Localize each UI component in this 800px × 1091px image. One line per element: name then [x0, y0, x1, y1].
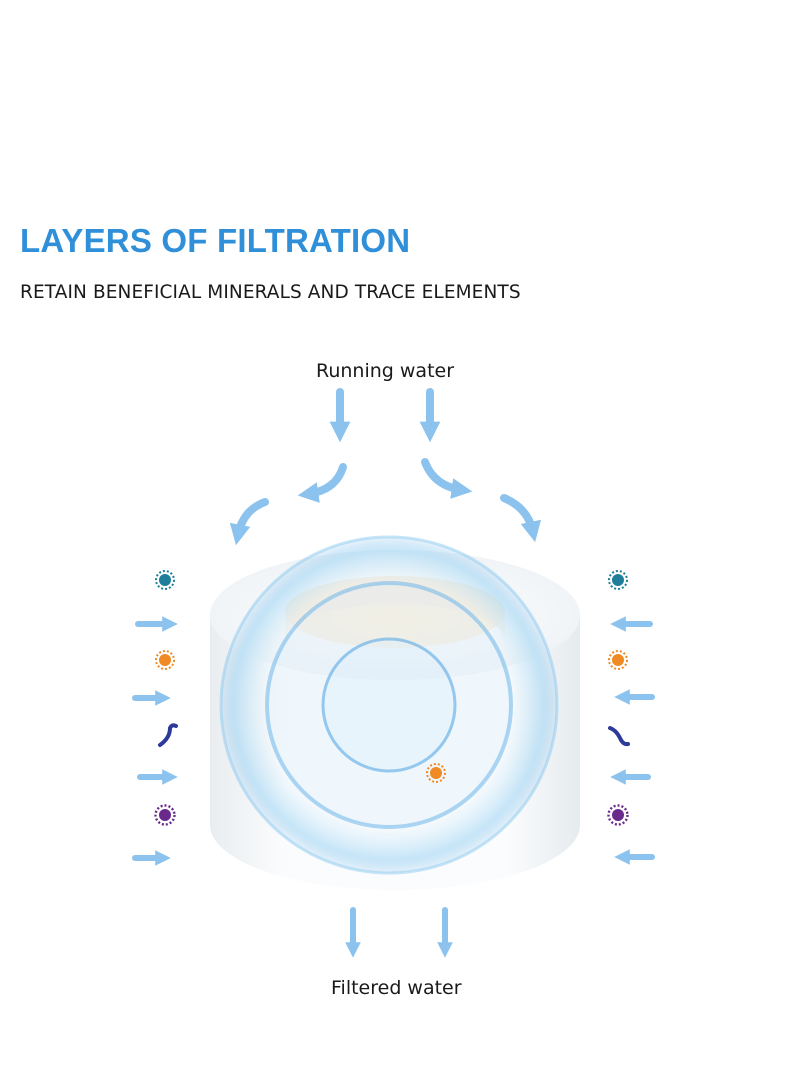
left-inlet-arrows — [132, 616, 178, 866]
germ-orange-icon — [155, 650, 175, 670]
arrow-curve-outer-right — [500, 494, 542, 543]
germ-orange-icon — [608, 650, 628, 670]
filtration-layer-inner — [321, 637, 457, 773]
arrow-curve-outer-left — [229, 498, 269, 546]
filtration-layers — [219, 535, 559, 875]
virus-purple-icon — [154, 804, 176, 826]
filtration-layer-outer — [219, 535, 559, 875]
worm-navy-icon — [608, 726, 630, 747]
arrow-curve-inner-left — [297, 463, 347, 503]
germ-orange-icon — [426, 763, 446, 783]
page-title: LAYERS OF FILTRATION — [20, 222, 411, 259]
arrow-curve-inner-right — [421, 458, 473, 499]
outflow-label: Filtered water — [331, 977, 462, 999]
bacteria-teal-icon — [608, 570, 628, 590]
particles — [154, 570, 630, 826]
worm-navy-icon — [158, 723, 178, 747]
inflow-arrows — [229, 388, 542, 546]
right-inlet-arrows — [610, 616, 655, 865]
page-subtitle: RETAIN BENEFICIAL MINERALS AND TRACE ELE… — [20, 282, 521, 303]
virus-purple-icon — [607, 804, 629, 826]
outflow-arrows — [345, 907, 453, 958]
bacteria-teal-icon — [155, 570, 175, 590]
filtration-layer-middle — [265, 581, 513, 829]
inflow-label: Running water — [316, 360, 455, 382]
